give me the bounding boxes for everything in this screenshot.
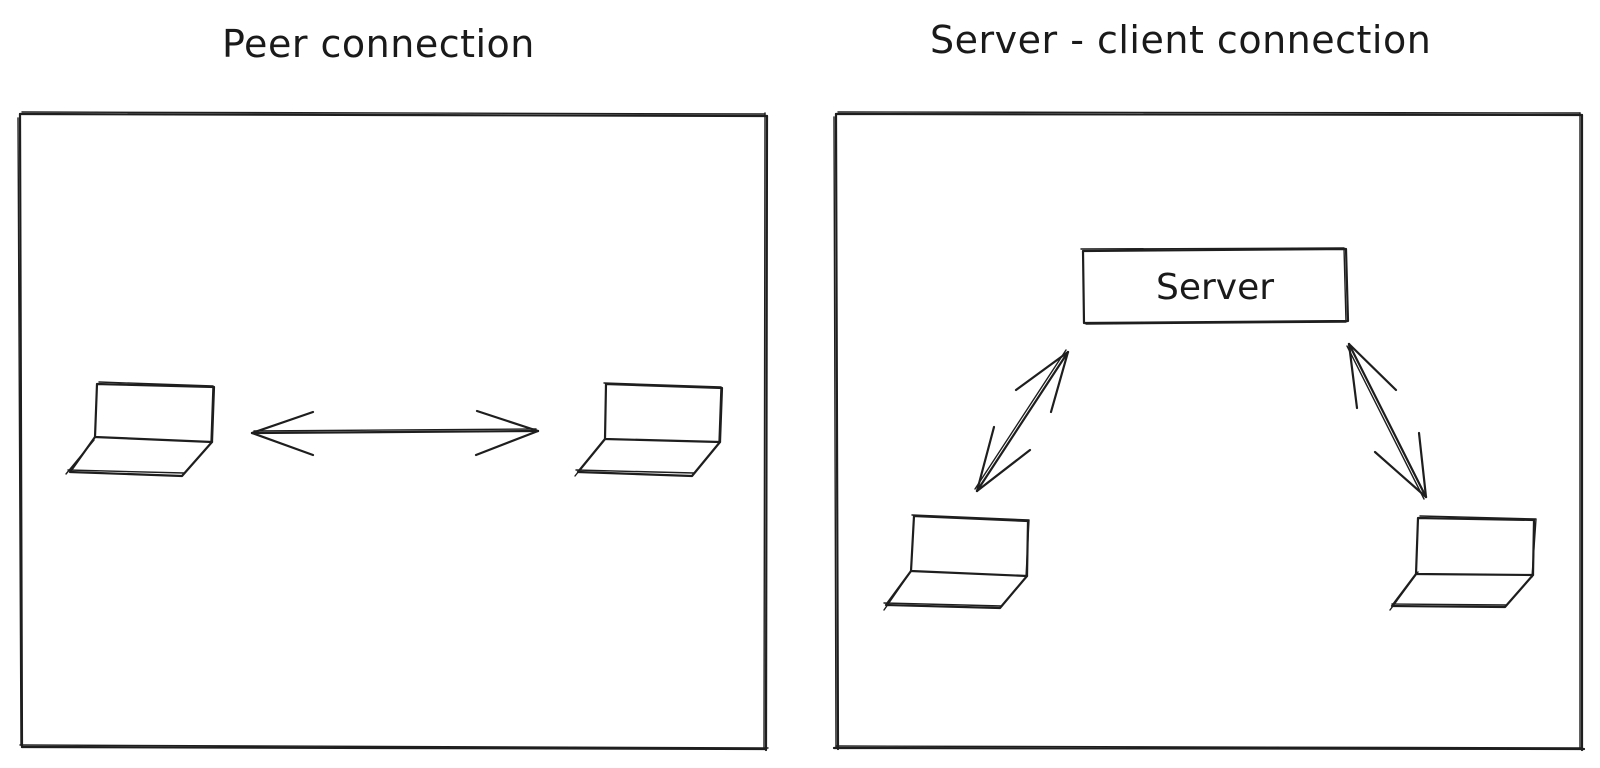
server-box: Server [1080,247,1350,325]
laptop-icon-peer-left [65,381,216,478]
laptop-icon-peer-right [574,382,724,478]
bidirectional-arrow-server-left-client [974,349,1070,493]
server-label: Server [1156,267,1274,308]
peer-panel-frame [17,111,769,752]
bidirectional-arrow-peer [250,409,540,457]
server-client-connection-title: Server - client connection [930,18,1432,62]
laptop-icon-client-right [1389,515,1537,611]
peer-connection-title: Peer connection [222,22,535,66]
laptop-icon-client-left [883,514,1030,611]
bidirectional-arrow-server-right-client [1346,342,1428,500]
server-client-panel-frame [832,111,1586,752]
